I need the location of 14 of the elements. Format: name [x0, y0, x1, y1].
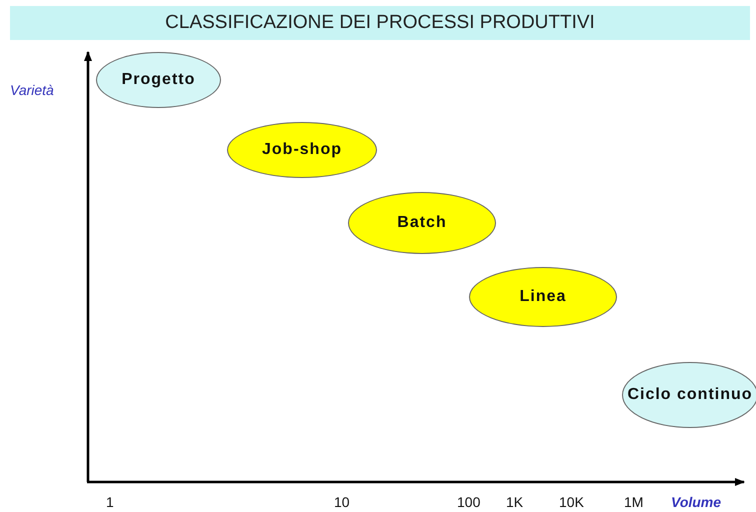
process-name: Batch [397, 212, 447, 233]
tick-label: 1M [624, 494, 644, 510]
process-name: Ciclo continuo [627, 384, 753, 405]
tick-label: 10K [559, 494, 584, 510]
process-name: Linea [520, 286, 566, 307]
tick-label: 1 [106, 494, 114, 510]
process-name: Job-shop [262, 140, 342, 160]
process-name: Progetto [122, 70, 196, 90]
axis-title: Volume [671, 494, 722, 510]
axis-title: Varietà [10, 82, 54, 98]
tick-label: 1K [506, 494, 524, 510]
tick-label: 100 [457, 494, 480, 510]
tick-label: 10 [334, 494, 350, 510]
title-banner: CLASSIFICAZIONE DEI PROCESSI PRODUTTIVI [10, 6, 750, 40]
